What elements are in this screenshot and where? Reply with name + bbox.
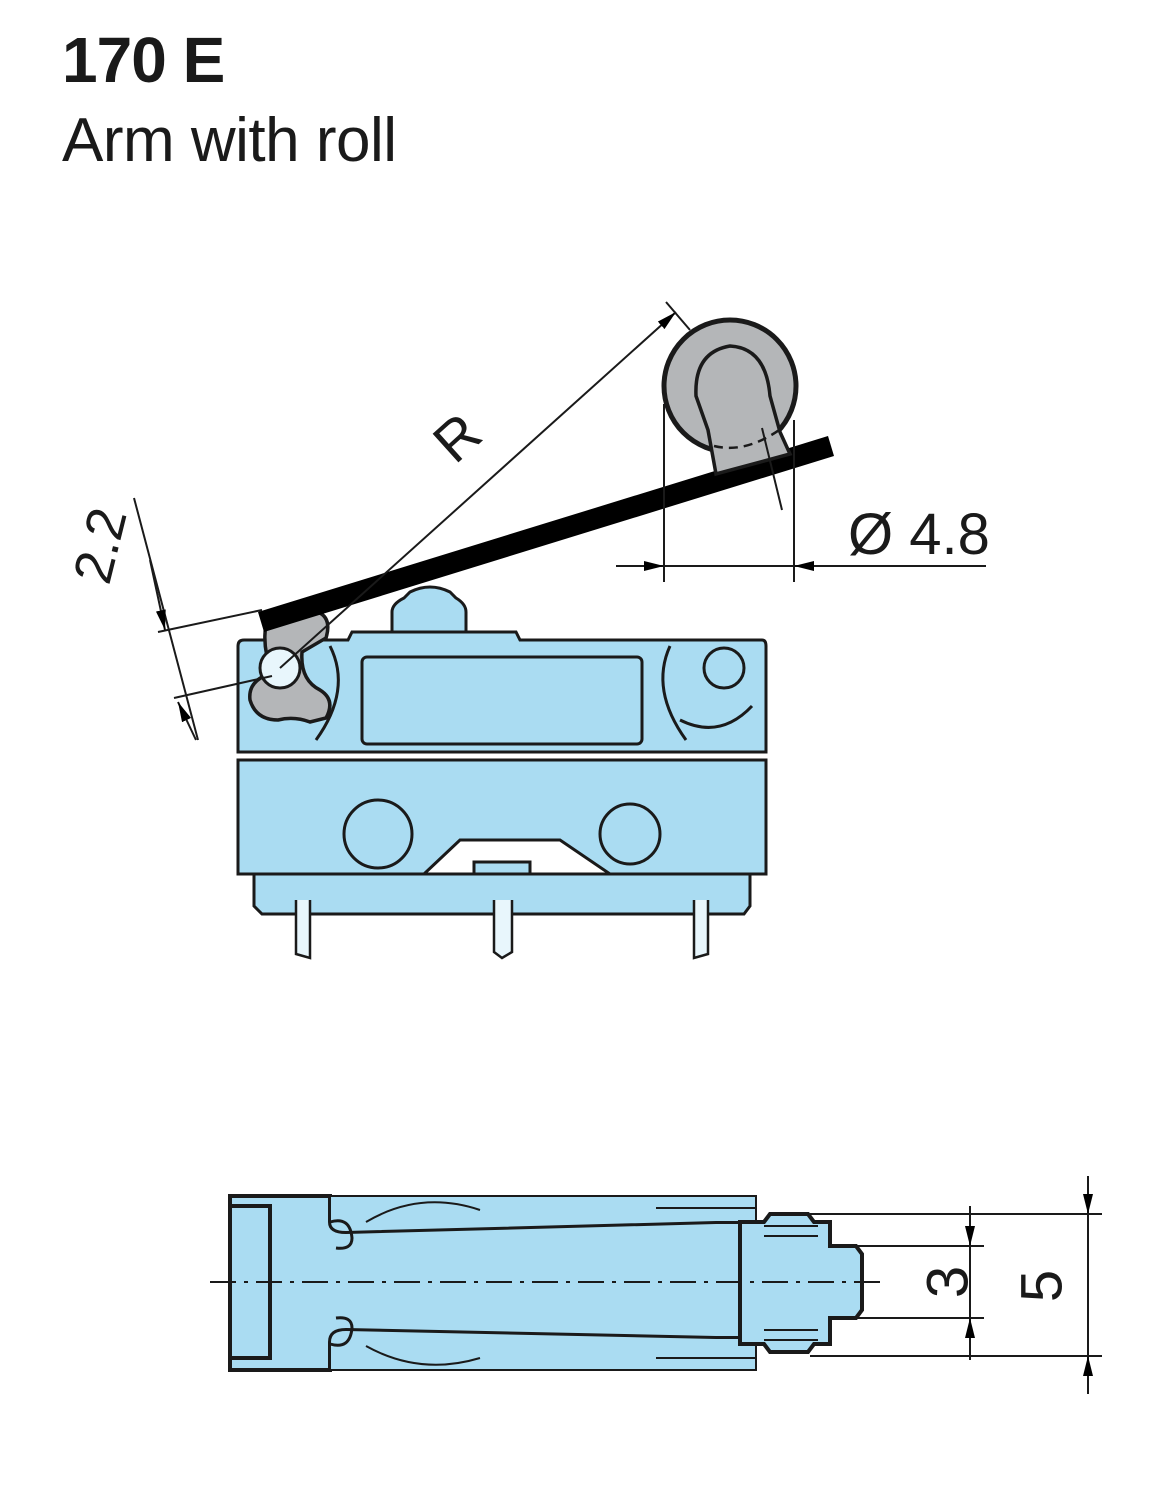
terminal-right (692, 900, 710, 960)
label-recess (360, 655, 644, 746)
terminal-center (492, 900, 514, 960)
plunger-width-label: 3 (915, 1266, 980, 1298)
top-view: 3 5 (210, 1176, 1102, 1394)
radius-label: R (421, 401, 493, 475)
side-view: R 2.2 Ø 4.8 (62, 301, 990, 960)
lever-arm (258, 436, 834, 632)
right-mount-hole (702, 646, 746, 690)
model-description: Arm with roll (62, 106, 397, 175)
left-pivot-arc (314, 645, 340, 741)
model-title: 170 E (62, 24, 225, 96)
lower-housing (236, 758, 768, 876)
terminal-left (294, 900, 312, 960)
mount-hole-left (342, 798, 414, 870)
base-strip (252, 872, 752, 916)
roll-diameter-label: Ø 4.8 (848, 502, 990, 567)
right-pivot-arc (661, 645, 688, 741)
plunger-button (390, 585, 468, 634)
top-body-rear (329, 1195, 757, 1234)
radius-dimension-line (279, 311, 677, 669)
body-width-label: 5 (1009, 1270, 1074, 1302)
roller-bracket (694, 344, 793, 477)
mount-hole-right (598, 802, 662, 866)
lever-offset-label: 2.2 (62, 502, 138, 589)
right-hook (679, 704, 754, 729)
